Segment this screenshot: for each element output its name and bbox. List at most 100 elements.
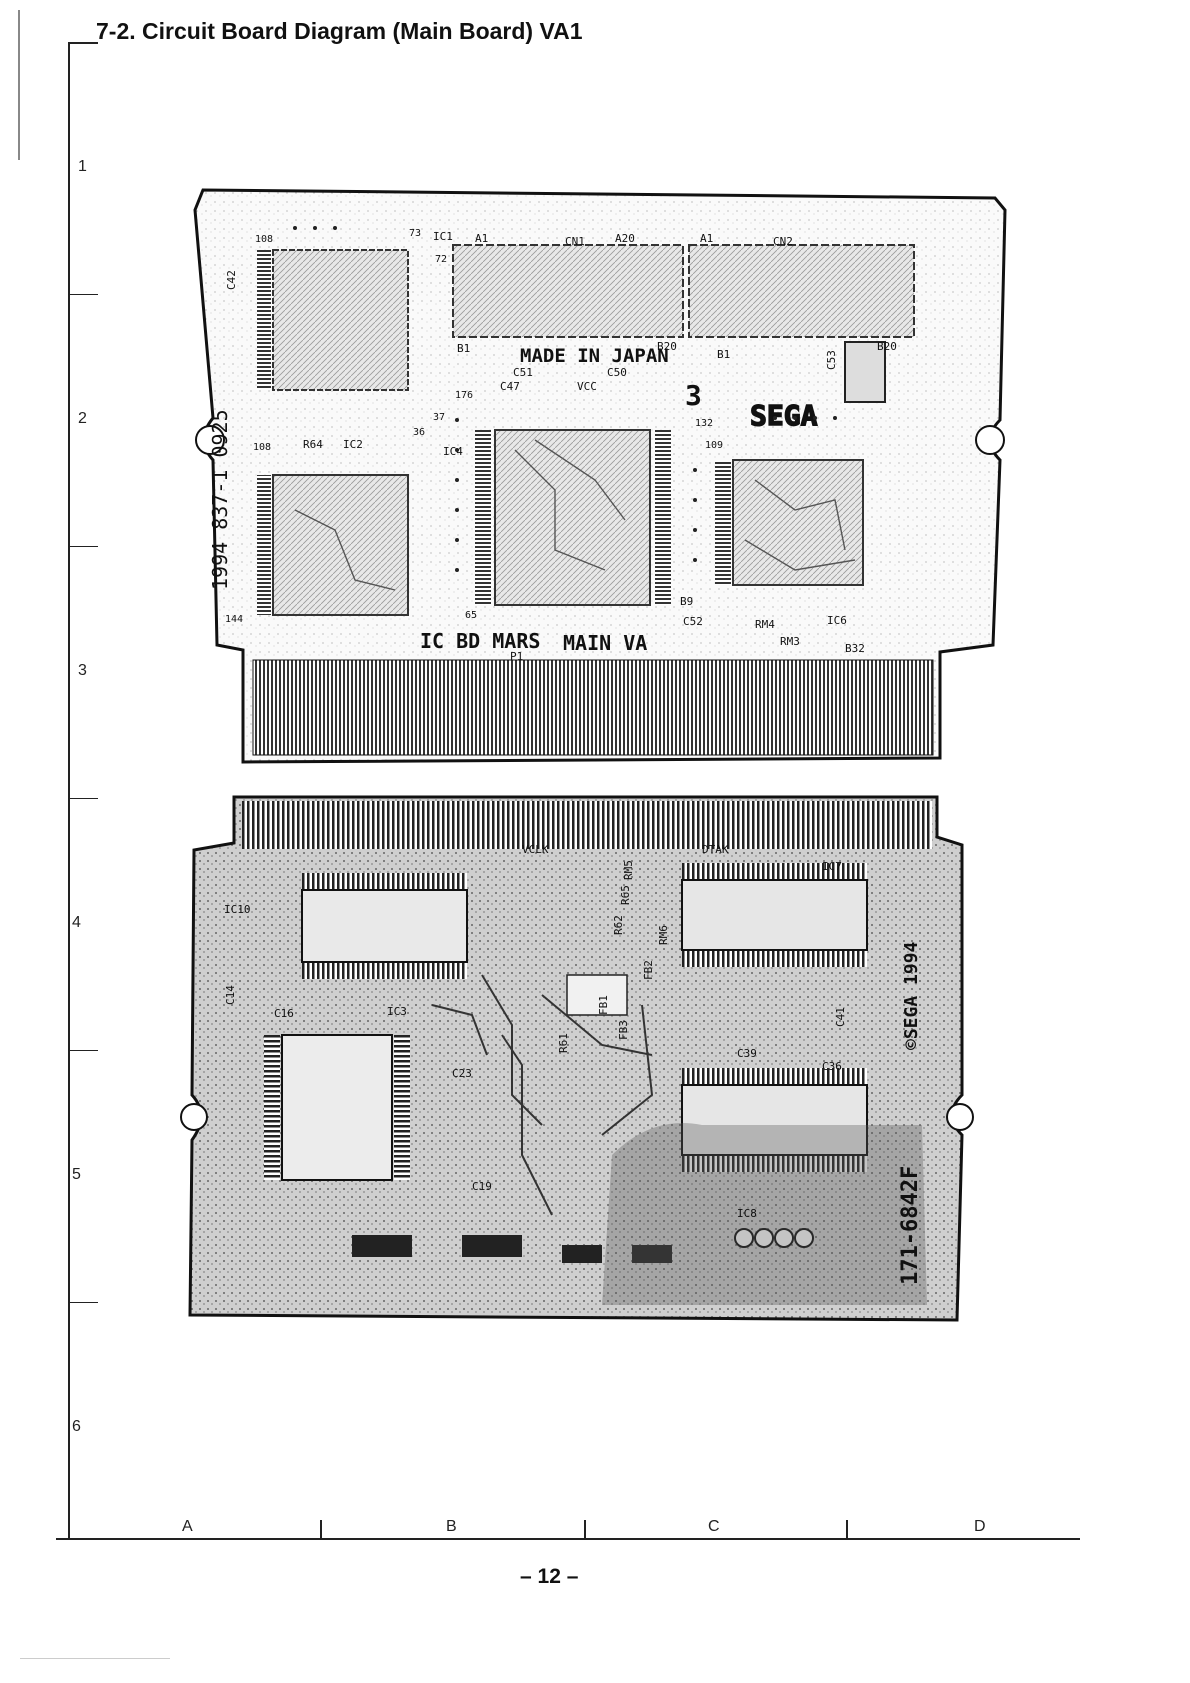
ground-plane	[602, 1123, 927, 1305]
part-label-fb3: FB3	[617, 1020, 630, 1040]
pin-number-37: 37	[433, 412, 445, 423]
pin-label-b20: B20	[657, 340, 677, 353]
column-label-a: A	[182, 1518, 193, 1535]
copyright-label: ©SEGA 1994	[901, 941, 922, 1050]
connector-cn1	[452, 244, 684, 338]
connector-label-cn1: CN1	[565, 235, 585, 248]
signal-label-dtak: DTAK	[702, 843, 729, 856]
row-tick	[68, 294, 98, 295]
part-label-rm3: RM3	[780, 635, 800, 648]
via-dots	[293, 226, 837, 572]
part-label-c14: C14	[224, 985, 237, 1005]
part-label-ic3: IC3	[387, 1005, 407, 1018]
frame-bottom-rule	[56, 1538, 1080, 1540]
column-divider	[846, 1520, 848, 1538]
part-label-c52: C52	[683, 615, 703, 628]
row-label-6: 6	[72, 1418, 81, 1435]
pin-number-72: 72	[435, 254, 447, 265]
number-mark: 3	[685, 379, 702, 412]
part-label-rm6: RM6	[657, 925, 670, 945]
chip-ic7	[681, 863, 868, 967]
smd-component	[352, 1235, 412, 1257]
mounting-notch	[180, 1103, 208, 1131]
chip-ic6	[715, 459, 864, 586]
row-tick	[68, 1050, 98, 1051]
pin-label-p1: P1	[510, 650, 523, 663]
pin-label-a20: A20	[615, 232, 635, 245]
signal-label-vclk: VCLK	[522, 843, 549, 856]
row-tick	[68, 546, 98, 547]
part-label-c53: C53	[825, 350, 838, 370]
part-label-c16: C16	[274, 1007, 294, 1020]
part-label-c51: C51	[513, 366, 533, 379]
pin-header-pads	[734, 1228, 814, 1248]
column-label-b: B	[446, 1518, 457, 1535]
board-variant-label: MAIN VA	[563, 631, 647, 655]
margin-rule	[18, 10, 20, 160]
part-label-rm5: RM5	[622, 860, 635, 880]
mounting-notch	[195, 425, 225, 455]
small-component	[566, 974, 628, 1016]
page-title: 7-2. Circuit Board Diagram (Main Board) …	[96, 18, 583, 44]
chip-ic3	[264, 1034, 410, 1181]
row-tick	[68, 1302, 98, 1303]
part-label-ic6: IC6	[827, 614, 847, 627]
part-label-ic2: IC2	[343, 438, 363, 451]
pin-label-b1-cn2: B1	[717, 348, 730, 361]
pin-number-108: 108	[255, 234, 273, 245]
part-label-c36: C36	[822, 1060, 842, 1073]
pin-label-a1: A1	[475, 232, 488, 245]
column-label-c: C	[708, 1518, 720, 1535]
frame-left-rule	[68, 42, 70, 1538]
chip-ic2	[257, 474, 409, 616]
pin-number-109: 109	[705, 440, 723, 451]
part-label-c42: C42	[225, 270, 238, 290]
column-divider	[320, 1520, 322, 1538]
part-label-ic10: IC10	[224, 903, 251, 916]
part-label-c19: C19	[472, 1180, 492, 1193]
part-label-c39: C39	[737, 1047, 757, 1060]
pin-number-73: 73	[409, 228, 421, 239]
frame-top-rule	[68, 42, 98, 44]
part-label-fb2: FB2	[642, 960, 655, 980]
chip-ic8	[681, 1068, 868, 1172]
edge-connector-fingers	[242, 801, 932, 849]
part-label-r64: R64	[303, 438, 323, 451]
made-in-japan-label: MADE IN JAPAN	[520, 345, 669, 367]
part-label-ic1: IC1	[433, 230, 453, 243]
pin-label-b20-cn2: B20	[877, 340, 897, 353]
top-circuit-board: 1994 837-1 0925 MADE IN JAPAN IC BD MARS…	[193, 188, 1007, 764]
row-label-3: 3	[78, 662, 87, 679]
pin-number-108-ic2: 108	[253, 442, 271, 453]
part-label-rm4: RM4	[755, 618, 775, 631]
pin-number-36: 36	[413, 427, 425, 438]
row-label-4: 4	[72, 914, 81, 931]
part-label-r65: R65	[619, 885, 632, 905]
part-label-c41: C41	[834, 1007, 847, 1027]
part-number-label: 171-6842F	[898, 1166, 923, 1285]
part-label-ic4: IC4	[443, 445, 463, 458]
silkscreen-date-code: 1994 837-1 0925	[208, 409, 232, 590]
chip-ic10	[301, 873, 468, 979]
connector-label-cn2: CN2	[773, 235, 793, 248]
page-number: – 12 –	[520, 1565, 579, 1588]
pin-number-144: 144	[225, 614, 243, 625]
pin-number-176: 176	[455, 390, 473, 401]
part-label-c23: C23	[452, 1067, 472, 1080]
part-label-fb1: FB1	[597, 995, 610, 1015]
part-label-c47: C47	[500, 380, 520, 393]
part-label-ic8: IC8	[737, 1207, 757, 1220]
sega-logo: SEGA	[750, 399, 818, 432]
pin-label-a1-cn2: A1	[700, 232, 713, 245]
smd-component	[562, 1245, 602, 1263]
chip-ic1	[257, 249, 409, 391]
part-label-r61: R61	[557, 1033, 570, 1053]
part-label-c50: C50	[607, 366, 627, 379]
pin-number-132: 132	[695, 418, 713, 429]
mounting-notch	[946, 1103, 974, 1131]
pin-number-65: 65	[465, 610, 477, 621]
edge-connector-fingers	[252, 659, 934, 756]
row-label-1: 1	[78, 158, 87, 175]
chip-ic4	[475, 429, 671, 606]
pin-label-b32: B32	[845, 642, 865, 655]
